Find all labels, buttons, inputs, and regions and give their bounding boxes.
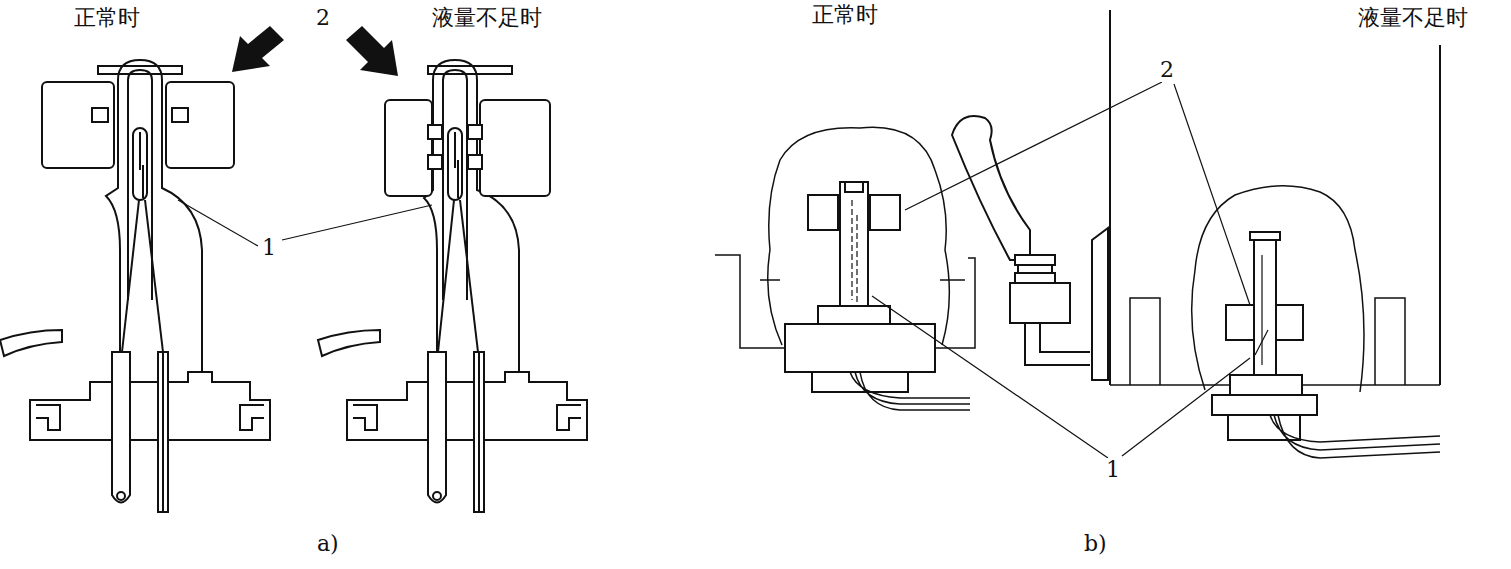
sensor-low-b: [1110, 10, 1440, 458]
callout-number: 1: [260, 236, 278, 260]
figure-letter: a): [315, 532, 341, 556]
view-heading: 液量不足时: [430, 6, 544, 30]
direction-arrow: [346, 26, 398, 76]
sensor-normal-a: [0, 60, 270, 512]
sensor-low-a: [318, 60, 587, 512]
direction-arrow: [232, 26, 284, 72]
figure-letter: b): [1082, 532, 1109, 556]
view-heading: 正常时: [810, 3, 880, 27]
view-heading: 液量不足时: [1356, 6, 1470, 30]
sensor-normal-b: [715, 127, 975, 410]
callout-number: 1: [1104, 458, 1122, 482]
callout-number: 2: [314, 6, 332, 30]
reservoir-hose: [952, 116, 1108, 380]
view-heading: 正常时: [72, 6, 142, 30]
callout-number: 2: [1158, 58, 1176, 82]
